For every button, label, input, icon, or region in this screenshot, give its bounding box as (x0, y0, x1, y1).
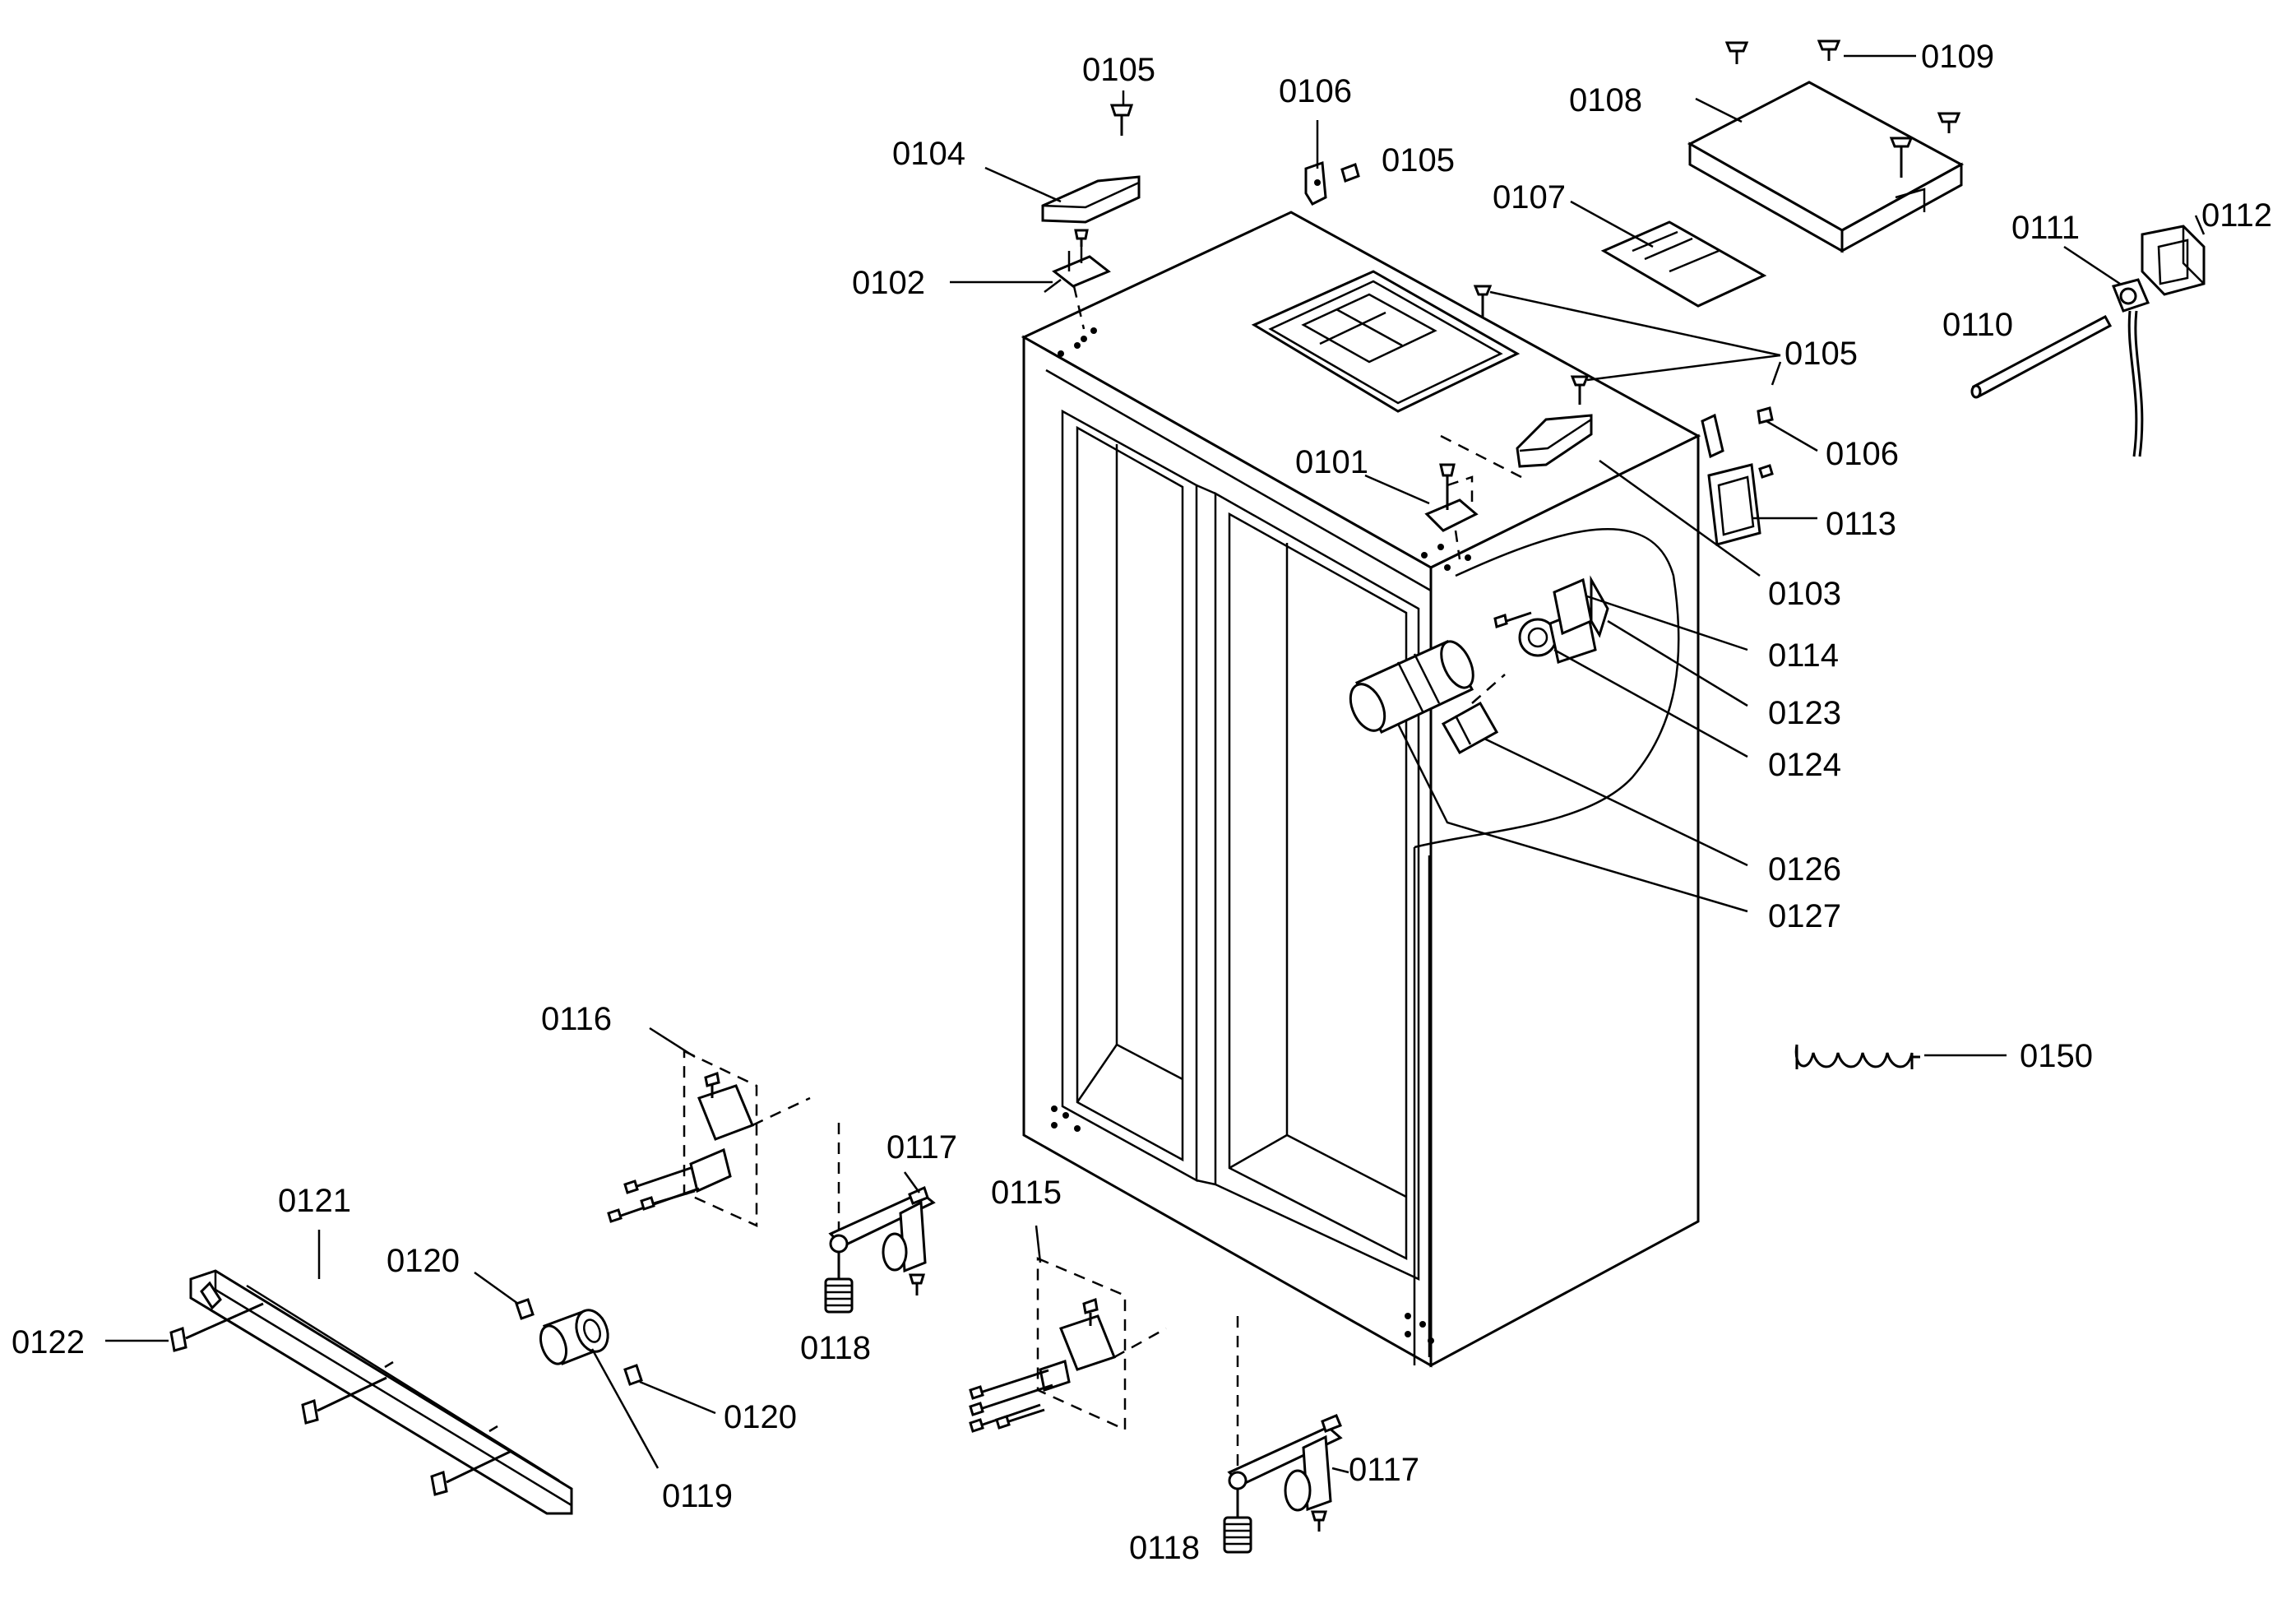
part-0123-bracket (1553, 575, 1609, 638)
label-0118-lower: 0118 (1129, 1530, 1200, 1566)
part-0115-hinge-group (969, 1257, 1167, 1433)
label-0105-mid: 0105 (1382, 142, 1455, 178)
label-0113: 0113 (1826, 506, 1896, 542)
screws-0109-icon (1724, 39, 1961, 178)
part-0119-roller (539, 1309, 609, 1365)
part-0101-hinge (1424, 434, 1522, 571)
leader-lines (105, 54, 2206, 1474)
part-0118-leveler-upper (824, 1252, 926, 1314)
part-0121-base-grille (189, 1269, 573, 1515)
label-0116: 0116 (541, 1001, 612, 1037)
label-0122: 0122 (12, 1324, 85, 1360)
label-0123: 0123 (1768, 695, 1841, 731)
label-0120-lower: 0120 (724, 1399, 797, 1435)
part-0102-hinge (1044, 229, 1111, 342)
part-0112-housing (2141, 225, 2206, 296)
cabinet-body (1021, 211, 1701, 1368)
part-0150-spring (1794, 1044, 1920, 1069)
part-0117-caster-lower (1227, 1316, 1343, 1512)
part-0113-frame (1707, 463, 1774, 546)
part-0118-leveler-lower (1223, 1489, 1328, 1554)
label-0107: 0107 (1493, 179, 1566, 216)
part-0107-control-board (1600, 220, 1767, 308)
label-0102: 0102 (852, 265, 925, 301)
part-0116-hinge-group (607, 1050, 811, 1227)
screw-0105-top-icon (1109, 104, 1134, 136)
part-0103-hinge-cover (1516, 414, 1593, 468)
screw-0105-mid-icon (1473, 285, 1590, 405)
label-0112: 0112 (2201, 197, 2272, 234)
part-number-labels: 0105 0104 0102 0106 0105 0108 0109 0107 … (12, 39, 2272, 1566)
part-0110-tube (1970, 314, 2113, 399)
part-0106-side-bracket (1701, 406, 1774, 459)
label-0127: 0127 (1768, 898, 1841, 934)
label-0115: 0115 (991, 1175, 1062, 1211)
label-0105-top: 0105 (1082, 52, 1155, 88)
label-0111: 0111 (2011, 210, 2080, 246)
part-0126-solenoid (1441, 674, 1506, 755)
label-0117-lower: 0117 (1349, 1452, 1419, 1488)
label-0118-upper: 0118 (800, 1330, 871, 1366)
part-0120-caps (515, 1298, 643, 1386)
label-0114: 0114 (1768, 637, 1839, 674)
label-0104: 0104 (892, 136, 965, 172)
part-0127-water-filter (1349, 640, 1474, 734)
label-0120-upper: 0120 (387, 1243, 460, 1279)
part-0111-fitting (2111, 278, 2150, 457)
label-0110: 0110 (1942, 307, 2013, 343)
label-0119: 0119 (662, 1478, 733, 1514)
label-0101: 0101 (1295, 444, 1368, 480)
label-0126: 0126 (1768, 851, 1841, 888)
part-0106-top-bracket (1304, 160, 1360, 206)
label-0106-right: 0106 (1826, 436, 1899, 472)
label-0108: 0108 (1569, 82, 1642, 118)
label-0105-right: 0105 (1784, 336, 1858, 372)
label-0121: 0121 (278, 1183, 351, 1219)
grille-screws-icon (169, 1302, 511, 1496)
label-0109: 0109 (1921, 39, 1994, 75)
label-0124: 0124 (1768, 747, 1841, 783)
label-0103: 0103 (1768, 576, 1841, 612)
label-0117-upper: 0117 (886, 1129, 957, 1166)
label-0106-top: 0106 (1279, 73, 1352, 109)
part-0104-hinge-cover (1041, 175, 1141, 224)
label-0150: 0150 (2020, 1038, 2093, 1074)
part-0108-cover (1687, 81, 1965, 253)
part-0117-caster-upper (828, 1123, 936, 1273)
top-control-housing (1251, 270, 1521, 413)
part-0114-screw (1493, 611, 1532, 628)
